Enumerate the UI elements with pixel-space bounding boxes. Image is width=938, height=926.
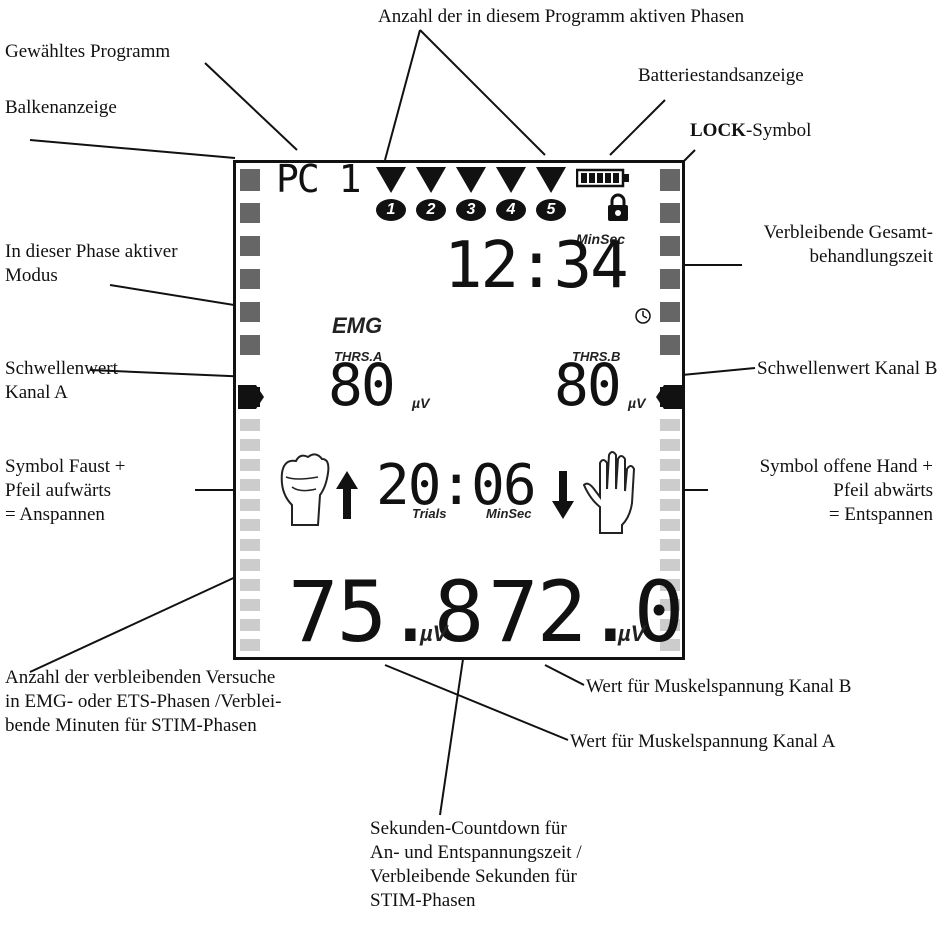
muscle-value-a-unit: µV <box>420 621 448 646</box>
phase-badge-2: 2 <box>416 199 446 221</box>
phase-badge-4: 4 <box>496 199 526 221</box>
lock-icon <box>608 193 628 221</box>
label-fist: Symbol Faust +Pfeil aufwärts= Anspannen <box>5 456 126 525</box>
threshold-a-value: 80 <box>328 351 396 419</box>
threshold-b-label: THRS.B <box>572 349 621 364</box>
total-time-display: 12:34 <box>444 229 629 303</box>
threshold-a-unit: µV <box>412 395 430 411</box>
threshold-a-label: THRS.A <box>334 349 383 364</box>
mode-display: EMG <box>332 313 383 338</box>
label-phase-count: Anzahl der in diesem Programm aktiven Ph… <box>378 6 745 27</box>
label-muscle-b: Wert für Muskelspannung Kanal B <box>586 676 852 697</box>
trials-label: Trials <box>412 506 447 521</box>
threshold-b-unit: µV <box>628 395 646 411</box>
threshold-marker-right-icon <box>656 385 682 409</box>
label-threshold-b: Schwellenwert Kanal B <box>757 358 938 379</box>
label-muscle-a: Wert für Muskelspannung Kanal A <box>570 731 836 752</box>
phase-badge-3: 3 <box>456 199 486 221</box>
label-bar-display: Balkenanzeige <box>5 97 117 118</box>
fist-icon <box>280 453 330 526</box>
label-lock-symbol: LOCK-Symbol <box>690 120 812 141</box>
muscle-value-b-unit: µV <box>618 621 646 646</box>
arrow-down-icon <box>552 471 574 519</box>
label-total-time: Verbleibende Gesamt-behandlungszeit <box>763 222 933 267</box>
phase-number-badges: 1 2 3 4 5 <box>376 199 576 225</box>
battery-icon <box>576 168 629 188</box>
phase-badge-1: 1 <box>376 199 406 221</box>
minsec-center-label: MinSec <box>486 506 532 521</box>
clock-icon <box>635 308 651 324</box>
lcd-display: PC 1 1 2 3 4 5 MinSec 12:34 EMG <box>233 157 685 661</box>
label-open-hand: Symbol offene Hand +Pfeil abwärts= Entsp… <box>759 456 933 525</box>
threshold-b-value: 80 <box>554 351 622 419</box>
minsec-top-label: MinSec <box>576 231 626 247</box>
label-program: Gewähltes Programm <box>5 41 171 62</box>
center-time-display: 20:06 <box>376 453 537 518</box>
threshold-marker-left-icon <box>238 385 264 409</box>
program-display: PC 1 <box>276 157 362 201</box>
arrow-up-icon <box>336 471 358 519</box>
muscle-value-a: 75.8 <box>288 563 484 661</box>
muscle-value-b: 72.0 <box>488 563 684 661</box>
phase-badge-5: 5 <box>536 199 566 221</box>
label-battery: Batteriestandsanzeige <box>638 65 804 86</box>
open-hand-icon <box>582 451 636 534</box>
phase-triangles-icon <box>376 167 566 193</box>
